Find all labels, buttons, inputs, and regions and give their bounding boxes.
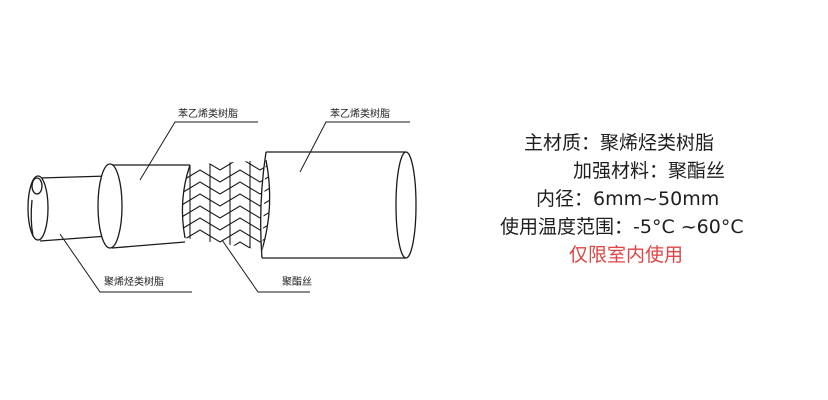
middle-layer: [97, 163, 190, 249]
leader-line-braid: [221, 239, 310, 293]
spec-indoor-only: 仅限室内使用: [569, 244, 684, 266]
outer-jacket: [260, 151, 417, 259]
callout-inner-top: 苯乙烯类树脂: [178, 107, 238, 120]
spec-reinforcement: 加强材料：聚酯丝: [573, 160, 726, 182]
callout-outer-top: 苯乙烯类树脂: [330, 107, 390, 120]
hose-structure-diagram: 苯乙烯类树脂 苯乙烯类树脂 聚烯烃类树脂 聚酯丝: [27, 107, 417, 293]
leader-line-inner-top: [139, 121, 258, 181]
spec-inner-diameter: 内径：6mm~50mm: [536, 188, 720, 210]
leader-line-outer-top: [299, 121, 410, 173]
leader-line-inner-tube: [59, 233, 192, 293]
callout-inner-tube: 聚烯烃类树脂: [104, 275, 164, 288]
callout-braid: 聚酯丝: [282, 276, 312, 288]
inner-tube: [27, 175, 109, 242]
spec-main-material: 主材质：聚烯烃类树脂: [524, 132, 715, 154]
spec-temperature-range: 使用温度范围：-5°C ~60°C: [500, 216, 744, 238]
